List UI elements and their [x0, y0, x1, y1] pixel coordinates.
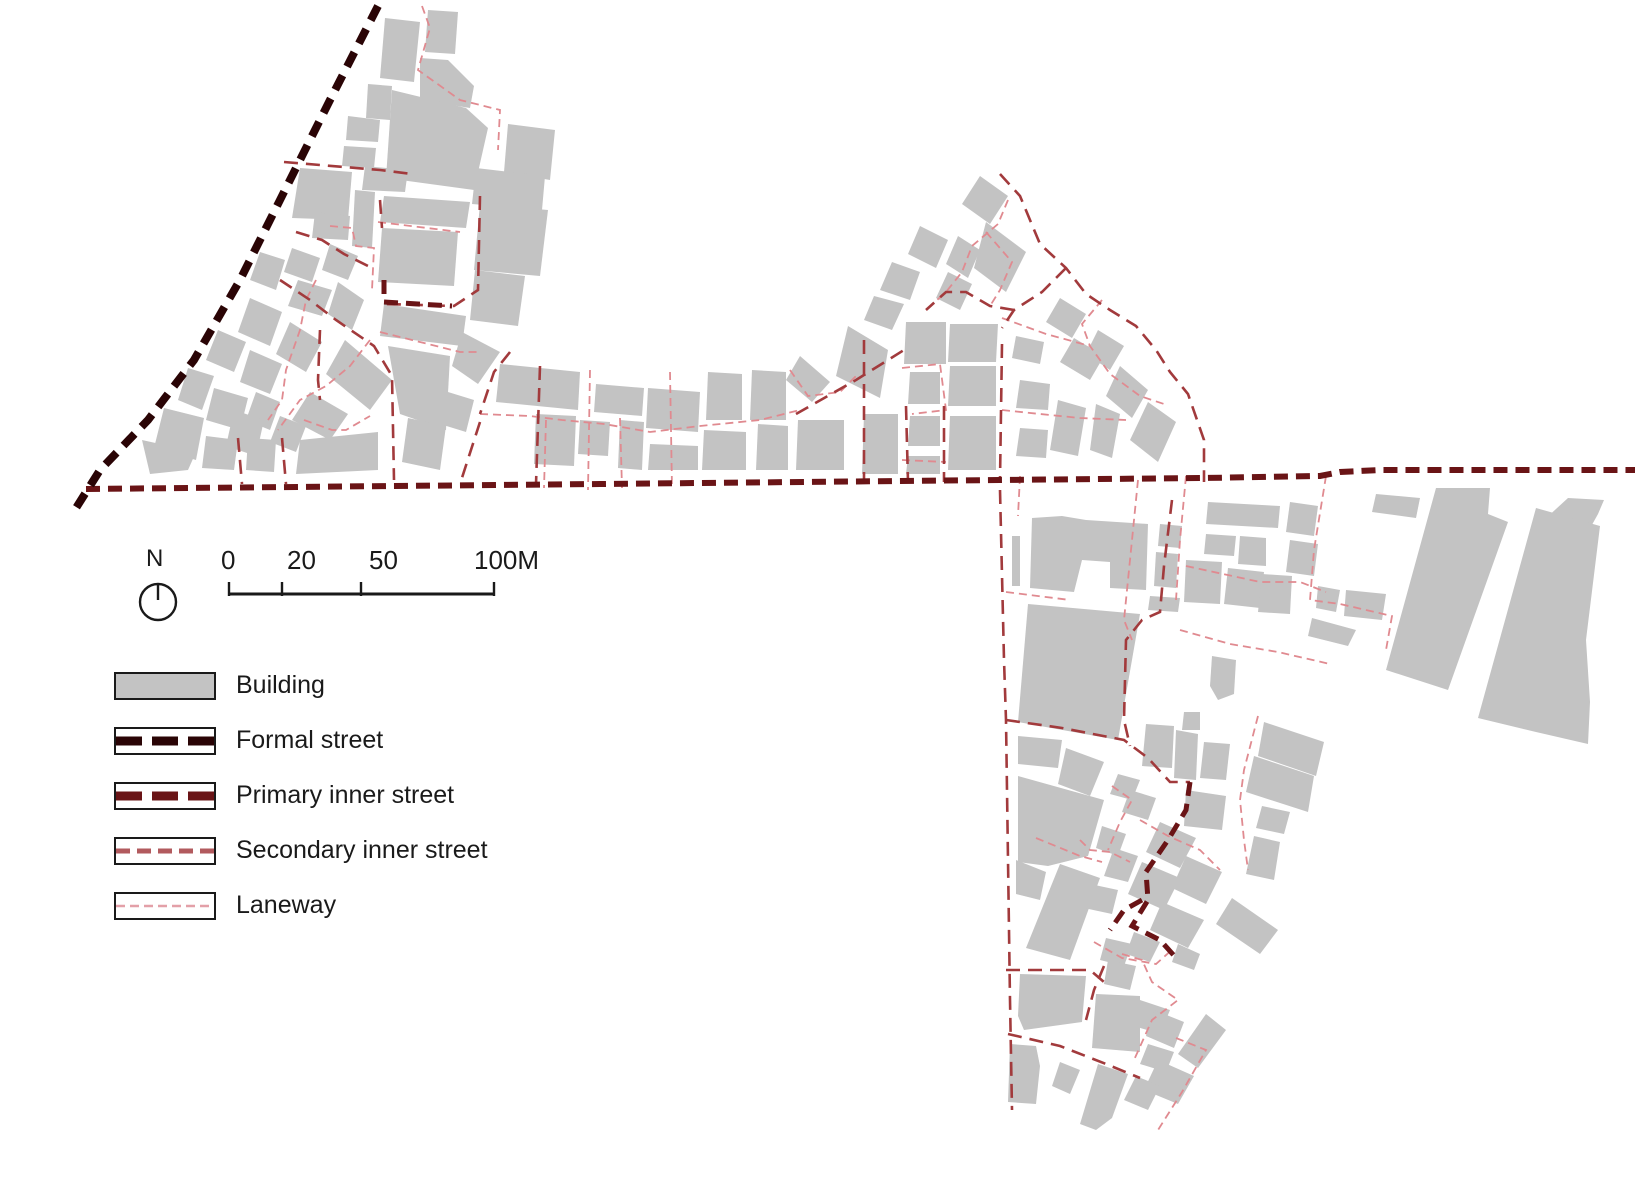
primary-inner-street-main [85, 467, 1635, 492]
map-legend: Building Formal street Primary inner str… [114, 658, 488, 933]
buildings-northwest [142, 10, 555, 474]
legend-item-primary-inner-street: Primary inner street [114, 768, 488, 823]
scale-label-100m: 100M [474, 545, 540, 575]
north-arrow-icon [138, 582, 178, 622]
legend-label: Building [236, 671, 325, 699]
building-swatch-icon [114, 671, 216, 700]
scale-label-0: 0 [221, 545, 236, 575]
north-label: N [146, 545, 164, 572]
legend-item-building: Building [114, 658, 488, 713]
buildings-southeast [1008, 488, 1604, 1130]
legend-label: Laneway [236, 891, 337, 919]
legend-item-formal-street: Formal street [114, 713, 488, 768]
primary-streets [381, 280, 1193, 962]
buildings-central [496, 176, 1176, 474]
formal-street [72, 4, 382, 511]
secondary-streets [236, 160, 1206, 1111]
scale-label-50: 50 [369, 545, 398, 575]
scale-bar [227, 582, 496, 596]
legend-item-secondary-inner-street: Secondary inner street [114, 823, 488, 878]
primary-street-swatch-icon [114, 781, 216, 810]
legend-item-laneway: Laneway [114, 878, 488, 933]
formal-street-swatch-icon [114, 726, 216, 755]
scale-label-20: 20 [287, 545, 316, 575]
legend-label: Secondary inner street [236, 836, 488, 864]
legend-label: Formal street [236, 726, 384, 754]
laneway-swatch-icon [114, 891, 216, 920]
legend-label: Primary inner street [236, 781, 455, 809]
secondary-street-swatch-icon [114, 836, 216, 865]
